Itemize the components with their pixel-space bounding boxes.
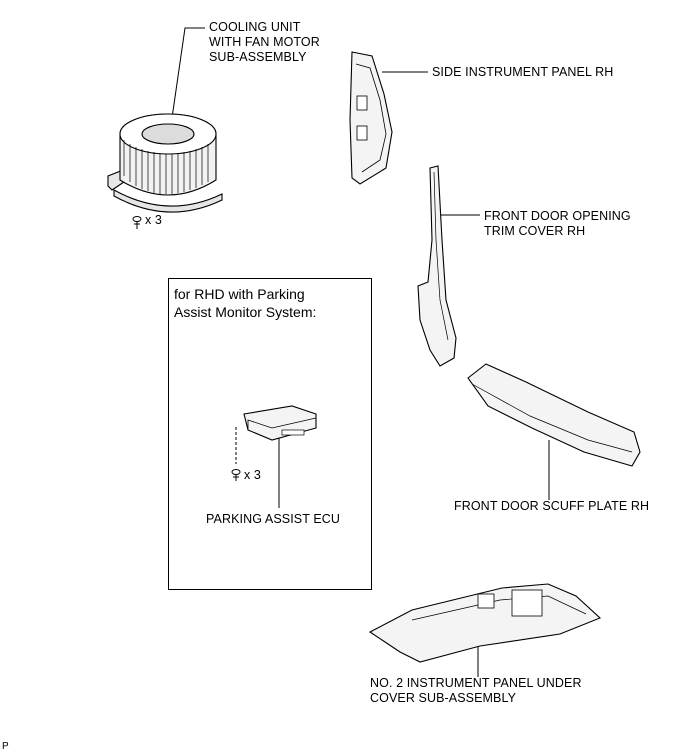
label-under-cover: NO. 2 INSTRUMENT PANEL UNDER COVER SUB-A… [370, 676, 582, 705]
corner-mark: P [2, 741, 9, 752]
ecu-screw-icon [231, 469, 241, 481]
label-parking-assist-ecu: PARKING ASSIST ECU [206, 512, 341, 526]
cooling-unit-drawing [107, 113, 223, 213]
label-side-instrument-panel: SIDE INSTRUMENT PANEL RH [432, 65, 614, 79]
leader-cooling-unit [171, 27, 205, 119]
rhd-inset-box [168, 278, 372, 590]
scuff-plate-drawing [467, 363, 641, 467]
label-screw-qty: x 3 [145, 213, 162, 227]
inset-title: for RHD with Parking Assist Monitor Syst… [174, 286, 317, 320]
side-instrument-panel-drawing [349, 51, 393, 185]
screw-icon [132, 216, 142, 229]
label-cooling-unit: COOLING UNIT WITH FAN MOTOR SUB-ASSEMBLY [209, 20, 320, 64]
door-trim-cover-drawing [417, 165, 457, 367]
label-ecu-screw-qty: x 3 [244, 468, 261, 482]
label-door-opening-trim: FRONT DOOR OPENING TRIM COVER RH [484, 209, 631, 238]
parking-assist-ecu-drawing [243, 405, 317, 441]
under-cover-drawing [368, 583, 602, 663]
label-scuff-plate: FRONT DOOR SCUFF PLATE RH [454, 499, 650, 513]
